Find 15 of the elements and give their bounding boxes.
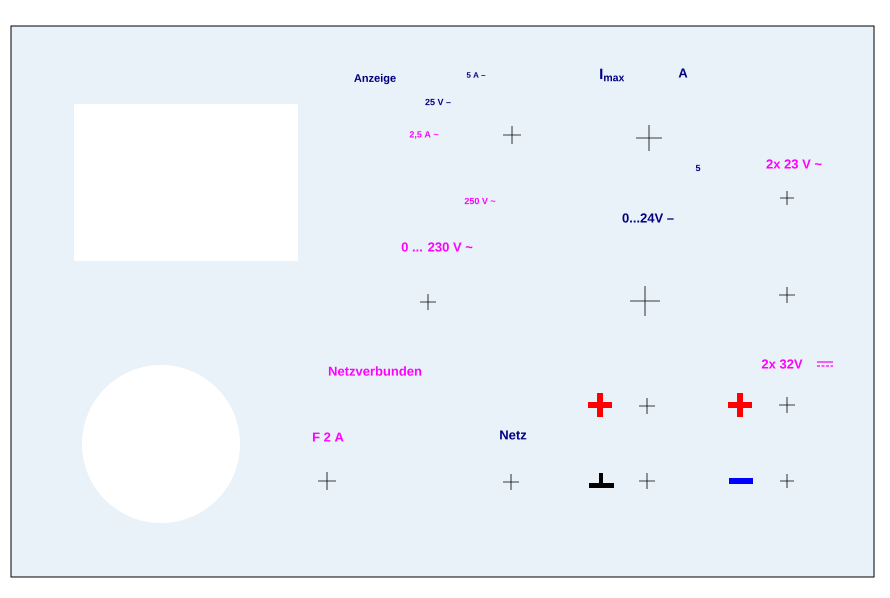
- panel-label: 0 ... 230 V ~: [402, 242, 472, 252]
- panel-label: Netzverbunden: [328, 366, 422, 376]
- panel-label: 25 V –: [425, 98, 451, 106]
- panel-label: 2x 23 V ~: [766, 159, 822, 169]
- panel-label: 5 A –: [466, 72, 486, 78]
- panel-label: I$_{max}$: [600, 68, 624, 82]
- panel-label: Anzeige: [354, 74, 396, 84]
- panel-label: Netz: [500, 430, 526, 440]
- panel-label: 0...24V –: [622, 213, 674, 223]
- panel-label: 2,5 A ~: [410, 131, 438, 139]
- panel-label: 250 V ~: [464, 198, 496, 204]
- panel-label: 5: [696, 164, 700, 172]
- panel-label: A: [678, 68, 688, 78]
- panel-label: 2x 32V: [762, 359, 802, 369]
- panel-label: F 2 A: [312, 432, 344, 442]
